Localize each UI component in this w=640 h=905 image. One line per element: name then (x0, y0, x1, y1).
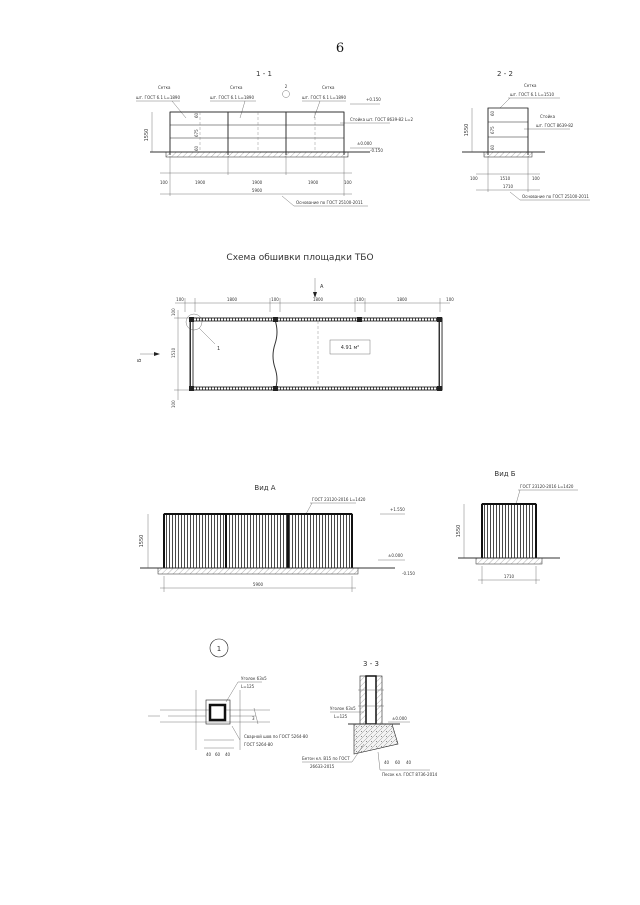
view-b-height: 1550 (456, 525, 462, 538)
plan-scheme: Схема обшивки площадки ТБО A 100 1800 10… (137, 253, 454, 408)
dim-bottom-4: 1900 (308, 180, 319, 185)
callout-mesh-3: Сетка (322, 85, 335, 90)
view-a-total: 5900 (253, 582, 264, 587)
callout-mesh-top-spec: шт. ГОСТ 6.1 L=1510 (510, 92, 554, 97)
node-1-circle (209, 638, 229, 658)
dim-bottom-3: 1900 (252, 180, 263, 185)
callout-mesh-1: Сетка (158, 85, 171, 90)
plan-node-circle (185, 313, 203, 331)
node-1-callout-3: Сварной шов по ГОСТ 5264-80 (244, 734, 308, 739)
dim-inner-1: 60 (194, 112, 199, 118)
dim-2-b1: 100 (470, 176, 478, 181)
plan-ldim-1: 100 (171, 308, 176, 316)
callout-level-plus: +0.150 (366, 97, 381, 102)
section-1-1: 1 - 1 Сетка шт. ГОСТ 6.1 L=1890 Сетка шт… (136, 70, 414, 207)
callout-mesh-2-spec: шт. ГОСТ 6.1 L=1890 (210, 95, 254, 100)
dim-inner-2-2: 675 (490, 126, 495, 134)
view-b-title: Вид Б (494, 470, 515, 478)
node-1-dim-3: 40 (225, 752, 231, 757)
callout-mesh-3-spec: шт. ГОСТ 6.1 L=1890 (302, 95, 346, 100)
view-b-total: 1710 (504, 574, 515, 579)
dim-2-b2: 1510 (500, 176, 511, 181)
callout-base: Основание по ГОСТ 25100-2011 (296, 200, 363, 205)
callout-base-2: Основание по ГОСТ 25100-2011 (522, 194, 589, 199)
node-1-callout-2: L=125 (241, 684, 255, 689)
callout-post-2-spec: шт. ГОСТ 8639-82 (536, 123, 574, 128)
view-b: Вид Б ГОСТ 23120-2016 L=1420 1550 1710 (456, 470, 578, 584)
callout-mesh-top: Сетка (524, 83, 537, 88)
view-a-height: 1550 (139, 535, 145, 548)
node-1-section-mark: 3 (252, 716, 255, 721)
view-a-marker: A (320, 284, 324, 290)
plan-title: Схема обшивки площадки ТБО (226, 253, 373, 263)
plan-dim-1: 100 (176, 297, 184, 302)
view-b-callout: ГОСТ 23120-2016 L=1420 (520, 484, 574, 489)
marker-2: 2 (285, 84, 288, 89)
dim-inner-3: 60 (194, 145, 199, 151)
section-3-3-title: 3 - 3 (363, 660, 379, 668)
view-a-level-top: +1.550 (390, 507, 405, 512)
dim-bottom-1: 100 (160, 180, 168, 185)
node-1-detail: 1 Уголок 63x5 L=125 3 Сварной шов по ГОС… (148, 638, 308, 757)
section-1-1-title: 1 - 1 (256, 70, 272, 78)
node-1-dim-1: 40 (206, 752, 212, 757)
section-3-3-callout-5: Песок кл. ГОСТ 8736-2014 (382, 772, 438, 777)
dim-bottom-5: 100 (344, 180, 352, 185)
dim-height-2: 1550 (464, 124, 470, 137)
dim-inner-2: 675 (194, 129, 199, 137)
plan-dim-5: 100 (356, 297, 364, 302)
section-3-3-callout-3: Бетон кл. В15 по ГОСТ (302, 756, 350, 761)
view-b-marker: Б (137, 358, 143, 362)
callout-mesh-2: Сетка (230, 85, 243, 90)
level-minus: -0.150 (370, 148, 383, 153)
marker-circle-2 (282, 90, 290, 98)
dim-height: 1550 (144, 129, 150, 142)
dim-2-b3: 100 (532, 176, 540, 181)
dim-inner-2-3: 60 (490, 144, 495, 150)
section-3-3-level: ±0.000 (392, 716, 407, 721)
plan-dim-3: 100 (271, 297, 279, 302)
section-3-3-dim-3: 40 (406, 760, 412, 765)
plan-ldim-3: 100 (171, 400, 176, 408)
dim-bottom-2: 1900 (195, 180, 206, 185)
section-3-3-callout-2: L=125 (334, 714, 348, 719)
view-a-level-mid: ±0.000 (388, 553, 403, 558)
plan-ldim-2: 1510 (171, 347, 176, 358)
plan-dim-7: 100 (446, 297, 454, 302)
section-2-2-title: 2 - 2 (497, 70, 513, 78)
node-1-marker: 1 (217, 645, 221, 653)
callout-post: Стойка шт. ГОСТ 8639-82 L=2 (350, 117, 414, 122)
view-a-callout: ГОСТ 23120-2016 L=1420 (312, 497, 366, 502)
dim-inner-2-1: 60 (490, 110, 495, 116)
plan-dim-2: 1800 (227, 297, 238, 302)
section-2-2: 2 - 2 Сетка шт. ГОСТ 6.1 L=1510 Стойка ш… (462, 70, 590, 201)
node-1-dim-2: 60 (215, 752, 221, 757)
view-a-title: Вид А (254, 484, 275, 492)
view-a: Вид А ГОСТ 23120-2016 L=1420 +1.550 ±0.0… (139, 484, 415, 592)
callout-mesh-1-spec: шт. ГОСТ 6.1 L=1890 (136, 95, 180, 100)
section-3-3: 3 - 3 Уголок 63x5 L=125 ±0.000 Бетон кл.… (302, 660, 438, 777)
section-3-3-dim-1: 40 (384, 760, 390, 765)
plan-area-label: 4.91 м² (341, 345, 360, 351)
section-3-3-dim-2: 60 (395, 760, 401, 765)
dim-total: 5900 (252, 188, 263, 193)
plan-dim-4: 1800 (313, 297, 324, 302)
node-1-callout-4: ГОСТ 5264-80 (244, 742, 273, 747)
dim-2-total: 1710 (503, 184, 514, 189)
node-1-callout-1: Уголок 63x5 (241, 676, 267, 681)
plan-dim-6: 1800 (397, 297, 408, 302)
section-3-3-callout-1: Уголок 63x5 (330, 706, 356, 711)
callout-post-2: Стойка (540, 114, 556, 119)
plan-node-marker: 1 (217, 346, 220, 352)
view-a-level-bottom: -0.150 (402, 571, 415, 576)
section-3-3-callout-4: 26633-2015 (310, 764, 335, 769)
level-zero: ±0.000 (357, 141, 372, 146)
page-number: 6 (336, 41, 344, 56)
